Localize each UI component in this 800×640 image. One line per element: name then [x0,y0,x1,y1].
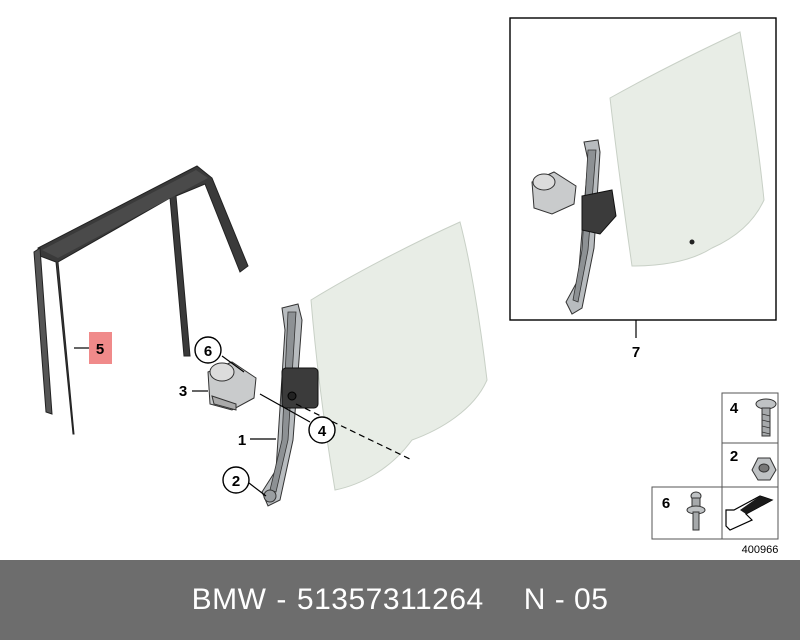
window-glass [310,221,488,491]
legend-nut-label: 2 [730,448,738,465]
leader-dashed [295,403,413,461]
footer-bar: BMW - 51357311264 N - 05 [0,560,800,640]
callout-2[interactable]: 2 [222,466,267,497]
callout-4[interactable]: 4 [259,393,336,444]
footer-part-number: 51357311264 [296,583,484,616]
callout-6-label: 6 [204,343,212,360]
callout-7-label: 7 [632,344,640,361]
callout-1[interactable]: 1 [238,432,276,449]
window-motor [207,361,257,411]
callout-2-label: 2 [232,473,240,490]
callout-4-label: 4 [318,423,327,440]
legend-nut[interactable]: 2 [721,442,779,488]
assembly-inset [509,17,777,321]
callout-5-label: 5 [96,341,104,358]
drawing-number: 400966 [742,544,779,556]
small-parts-legend: 4 2 6 [651,392,779,540]
footer-separator: - [276,583,287,616]
window-regulator [261,303,319,507]
legend-screw-label: 6 [662,495,670,512]
legend-bolt-label: 4 [730,400,739,417]
callout-3[interactable]: 3 [179,383,208,400]
window-seal-frame [33,165,249,435]
callout-6[interactable]: 6 [194,336,245,373]
callout-1-label: 1 [238,432,246,449]
legend-screw[interactable]: 6 [651,486,723,540]
legend-arrow-symbol [721,486,779,540]
legend-bolt[interactable]: 4 [721,392,779,444]
callout-3-label: 3 [179,383,187,400]
footer-code: N - 05 [523,583,609,616]
footer-brand: BMW [191,583,267,616]
callout-5[interactable]: 5 [74,332,112,364]
parts-diagram: 5 6 3 4 1 [33,17,779,556]
callout-7[interactable]: 7 [632,320,640,361]
